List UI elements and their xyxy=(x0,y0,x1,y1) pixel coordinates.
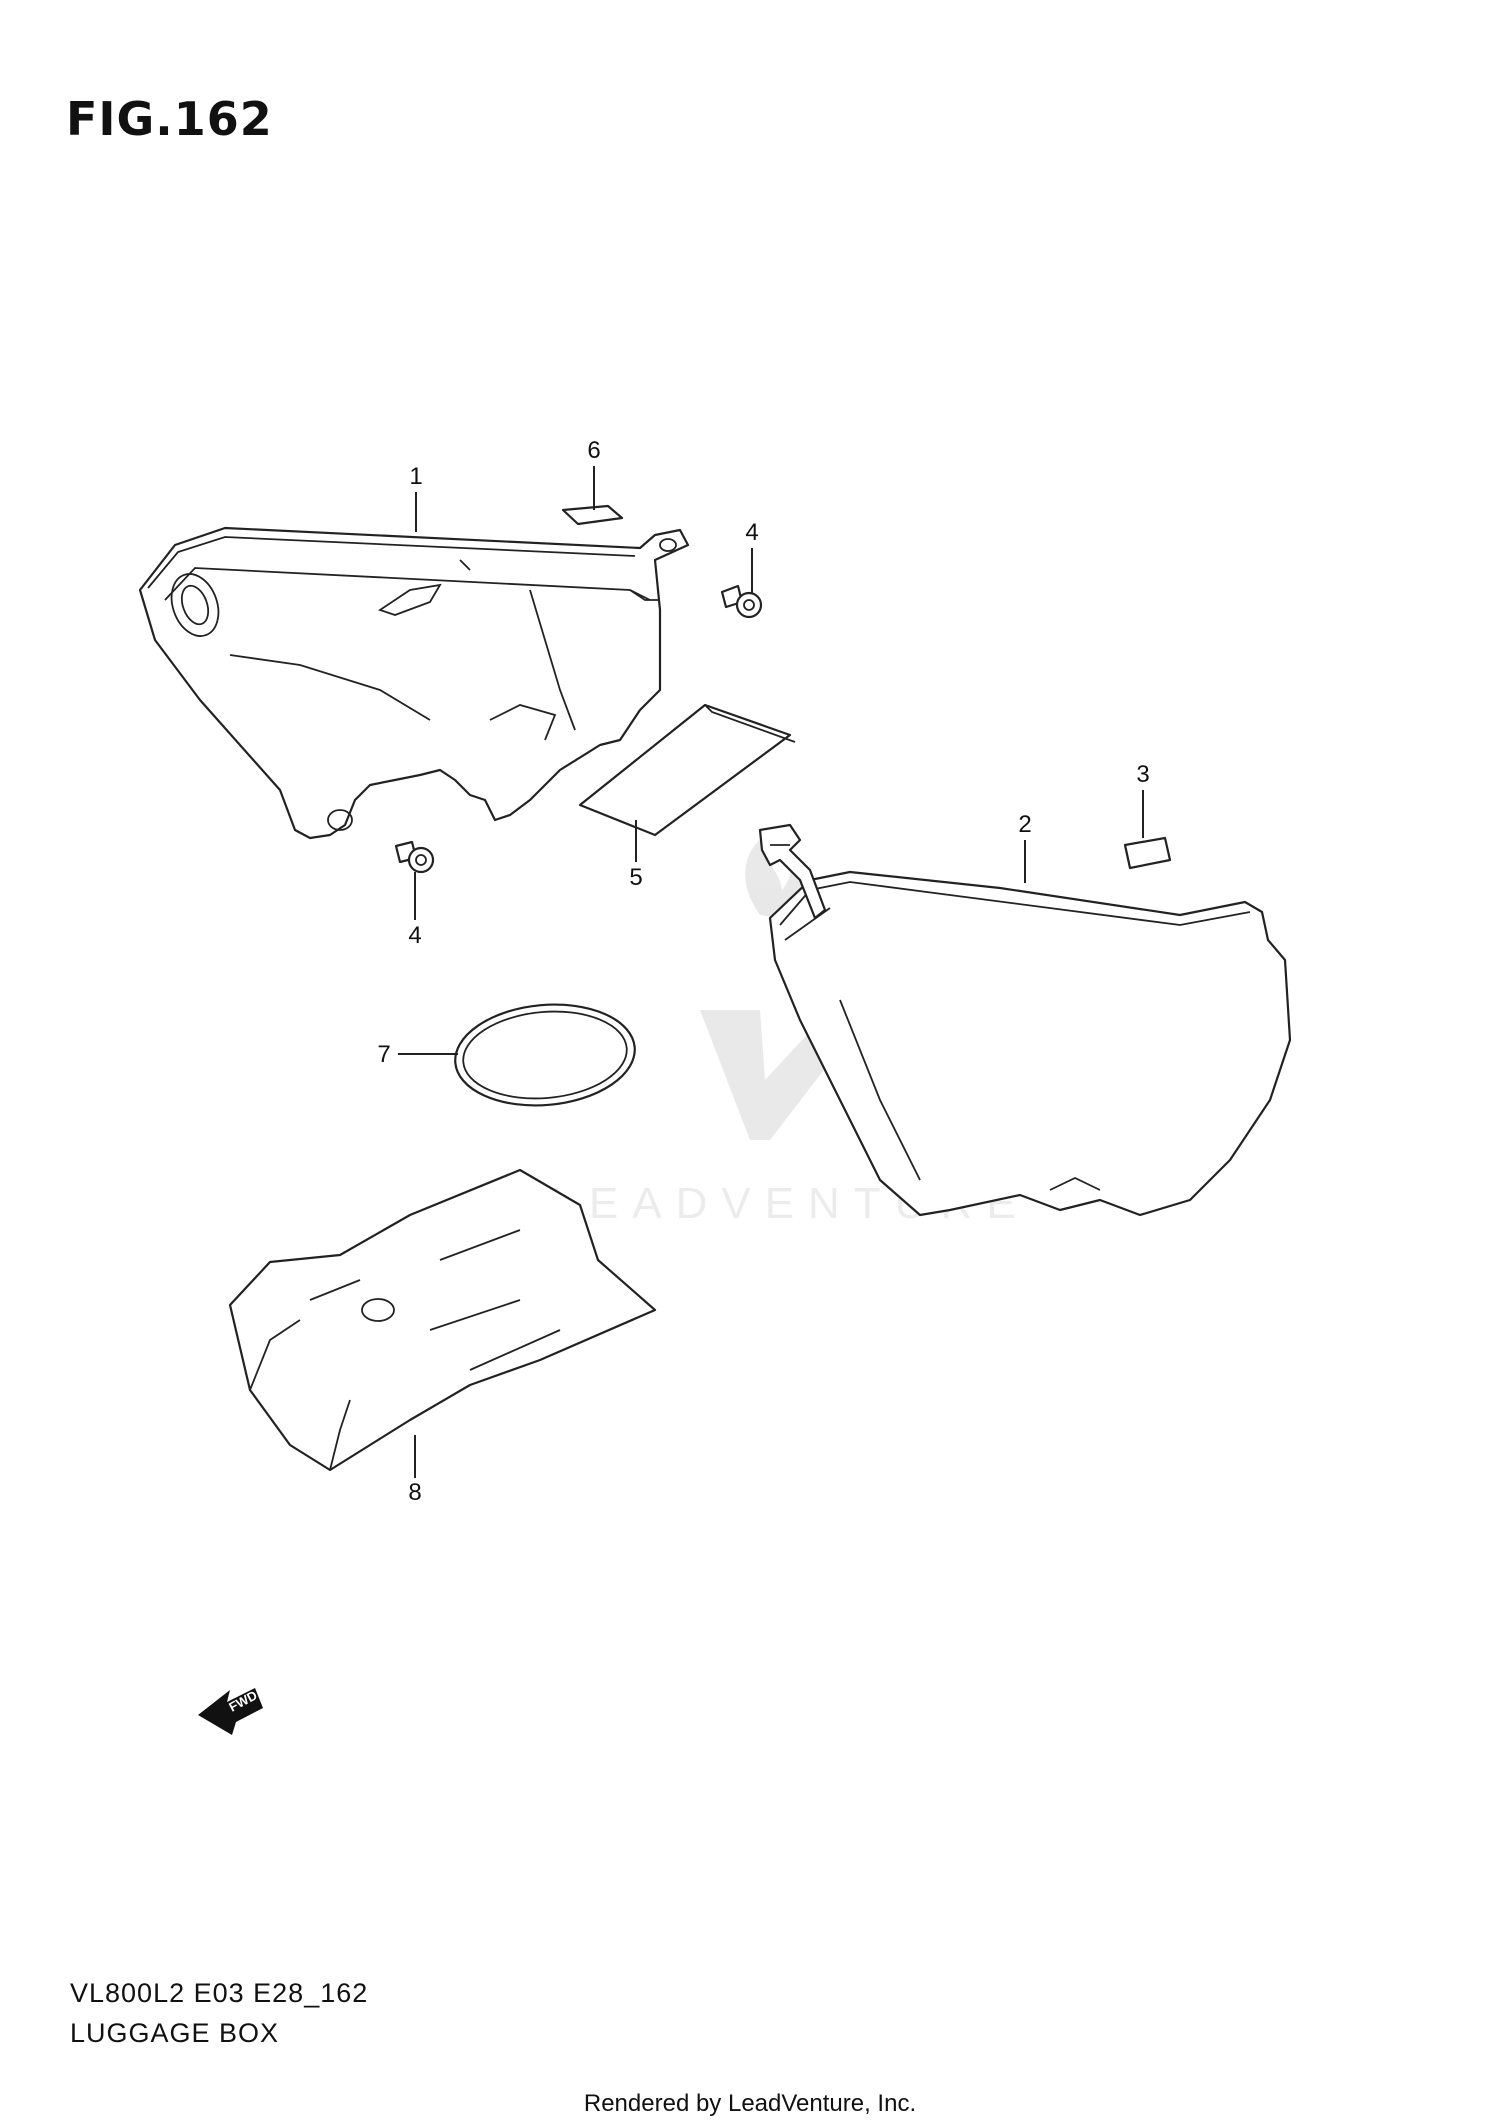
callout-label-8: 8 xyxy=(408,1479,421,1506)
callout-1: 1 xyxy=(409,463,423,532)
bolt-part-4b xyxy=(394,840,435,874)
callout-label-4b: 4 xyxy=(408,922,421,949)
frame-cover-part xyxy=(758,823,1292,1217)
callout-8: 8 xyxy=(408,1435,422,1506)
callout-label-3: 3 xyxy=(1136,761,1149,788)
section-title: LUGGAGE BOX xyxy=(70,2018,280,2048)
ring-part-7 xyxy=(454,1003,636,1107)
bolt-part-4a xyxy=(720,584,763,619)
callout-label-6: 6 xyxy=(587,437,600,464)
model-code: VL800L2 E03 E28_162 xyxy=(70,1978,369,2008)
callout-5: 5 xyxy=(629,820,643,891)
luggage-box-part xyxy=(138,526,690,840)
callout-7: 7 xyxy=(377,1041,458,1068)
callout-6: 6 xyxy=(587,437,601,510)
callout-4a: 4 xyxy=(745,519,759,593)
pad-part-3 xyxy=(1123,836,1172,870)
fwd-arrow-icon: FWD xyxy=(198,1688,263,1735)
callout-label-7: 7 xyxy=(377,1041,390,1068)
callout-label-1: 1 xyxy=(409,463,422,490)
figure-title: FIG.162 xyxy=(66,92,273,146)
callout-label-5: 5 xyxy=(629,864,642,891)
callout-label-2: 2 xyxy=(1018,811,1031,838)
callout-3: 3 xyxy=(1136,761,1150,838)
mat-part-5 xyxy=(578,703,796,837)
footer-credit: Rendered by LeadVenture, Inc. xyxy=(583,2090,917,2117)
label-part-6 xyxy=(561,504,624,526)
callout-2: 2 xyxy=(1018,811,1032,883)
callout-label-4a: 4 xyxy=(745,519,758,546)
callout-4b: 4 xyxy=(408,872,422,949)
cover-sheet-part-8 xyxy=(228,1168,657,1472)
